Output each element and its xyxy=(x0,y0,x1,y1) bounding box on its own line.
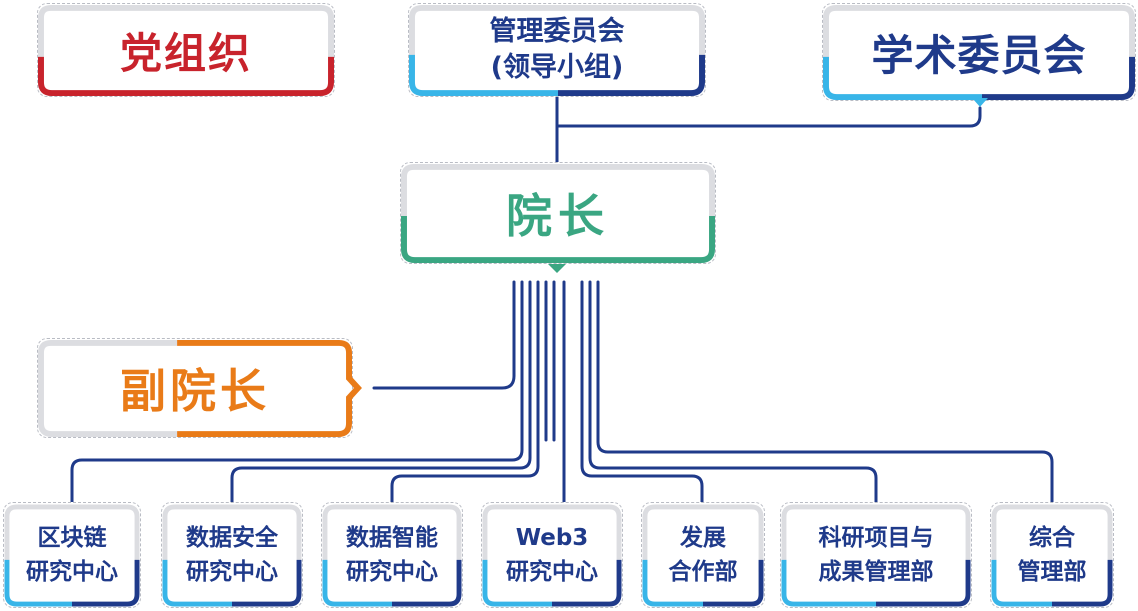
box-frame xyxy=(409,4,705,96)
vice-dean-label: 副院长 xyxy=(120,364,270,418)
vice-dean-box: 副院长 xyxy=(37,338,362,438)
box-frame xyxy=(4,504,140,607)
box-frame xyxy=(781,504,971,607)
party-organization-label: 党组织 xyxy=(119,28,252,78)
management-committee-title: 管理委员会 xyxy=(489,16,625,47)
connector-dean-to-unit-3 xyxy=(390,280,540,504)
connector-dean-to-unit-5 xyxy=(580,280,704,504)
connector-dean-to-unit-7 xyxy=(596,280,1054,504)
connector-academic-link xyxy=(555,106,982,128)
unit-name-line2: 成果管理部 xyxy=(818,559,934,585)
dean-box: 院长 xyxy=(400,162,716,264)
dean-label: 院长 xyxy=(506,189,610,243)
unit-development-cooperation-dept: 发展 合作部 xyxy=(641,502,765,608)
box-frame xyxy=(401,163,715,263)
unit-name-line2: 研究中心 xyxy=(186,559,278,585)
unit-name-line1: 数据智能 xyxy=(346,525,438,551)
unit-data-security-research-center: 数据安全 研究中心 xyxy=(161,502,303,608)
connector-vice-dean xyxy=(372,280,516,390)
unit-general-management-dept: 综合 管理部 xyxy=(990,502,1114,608)
academic-committee-label: 学术委员会 xyxy=(871,30,1087,80)
connector-dean-to-unit-1 xyxy=(70,280,524,504)
dean-pointer xyxy=(548,264,566,273)
unit-name-line2: 研究中心 xyxy=(506,559,598,585)
box-frame xyxy=(823,4,1135,107)
unit-name-line2: 研究中心 xyxy=(26,559,118,585)
unit-name-line1: 科研项目与 xyxy=(818,525,934,551)
party-organization-box: 党组织 xyxy=(37,3,335,97)
unit-name-line1: 发展 xyxy=(680,525,726,551)
box-frame xyxy=(38,339,362,437)
unit-name-line1: Web3 xyxy=(515,525,589,551)
unit-name-line2: 合作部 xyxy=(668,559,738,585)
unit-name-line2: 研究中心 xyxy=(346,559,438,585)
box-frame xyxy=(38,4,334,96)
unit-research-projects-achievements-dept: 科研项目与 成果管理部 xyxy=(780,502,972,608)
box-frame xyxy=(991,504,1113,607)
unit-name-line2: 管理部 xyxy=(1017,559,1087,585)
connector-dean-to-unit-2 xyxy=(230,280,532,504)
unit-name-line1: 综合 xyxy=(1029,525,1075,551)
management-committee-subtitle: (领导小组) xyxy=(490,52,624,83)
unit-name-line1: 区块链 xyxy=(37,525,107,551)
box-frame xyxy=(322,504,462,607)
academic-committee-box: 学术委员会 xyxy=(822,3,1136,107)
unit-data-intelligence-research-center: 数据智能 研究中心 xyxy=(321,502,463,608)
unit-name-line1: 数据安全 xyxy=(186,525,278,551)
connector-dean-to-unit-6 xyxy=(588,280,878,504)
unit-web3-research-center: Web3 研究中心 xyxy=(481,502,623,608)
unit-blockchain-research-center: 区块链 研究中心 xyxy=(3,502,141,608)
box-frame xyxy=(482,504,622,607)
management-committee-box: 管理委员会 (领导小组) xyxy=(408,3,706,97)
box-frame xyxy=(642,504,764,607)
box-frame xyxy=(162,504,302,607)
